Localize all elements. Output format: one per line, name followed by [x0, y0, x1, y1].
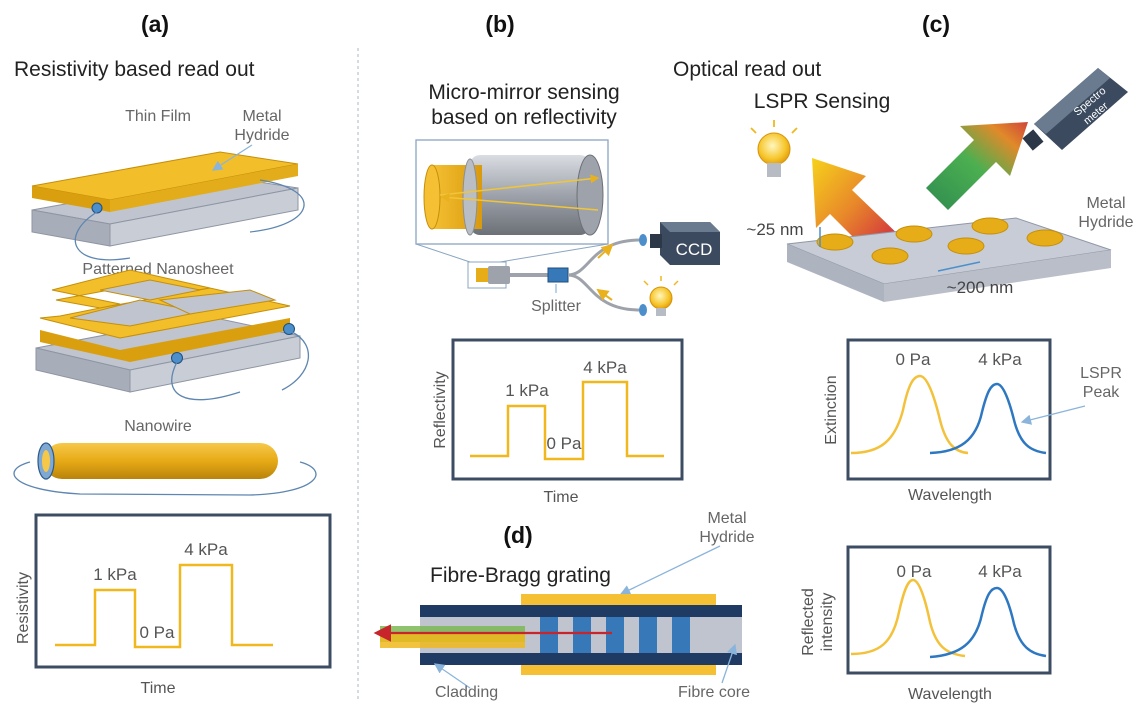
lightbulb-b-icon	[643, 276, 679, 316]
resistivity-heading: Resistivity based read out	[14, 58, 255, 81]
ccd-label: CCD	[676, 240, 713, 259]
lspr-sensing-heading: LSPR Sensing	[754, 90, 891, 113]
micro-mirror-heading-2: based on reflectivity	[431, 106, 617, 129]
reflectivity-xlabel: Time	[544, 489, 579, 506]
micro-mirror-inset	[415, 139, 609, 263]
patterned-nanosheet	[35, 269, 310, 401]
lightbulb-c-icon	[750, 120, 798, 177]
optical-readout-heading: Optical read out	[673, 58, 821, 81]
reflectivity-plot: Reflectivity Time 1 kPa 0 Pa 4 kPa	[432, 338, 684, 506]
extinction-ylabel: Extinction	[823, 375, 840, 444]
panel-d-label: (d)	[503, 522, 532, 548]
panel-b: (b) Micro-mirror sensing based on reflec…	[415, 11, 720, 506]
thin-film-label: Thin Film	[125, 108, 191, 125]
extinction-curve-4kpa	[929, 382, 1047, 455]
resistivity-step-line	[55, 563, 273, 649]
fibre-core-label: Fibre core	[678, 684, 750, 701]
resistivity-plot: Resistivity Time 1 kPa 0 Pa 4 kPa	[15, 513, 332, 697]
extinction-curve-0pa	[850, 374, 969, 455]
extinction-xlabel: Wavelength	[908, 487, 992, 504]
splitter-label: Splitter	[531, 298, 581, 315]
reflected-ylabel-1: Reflected	[800, 588, 817, 656]
reflectivity-step-line	[470, 380, 664, 461]
lspr-substrate	[786, 217, 1112, 302]
scattered-light-arrow	[926, 122, 1028, 210]
cladding-label: Cladding	[435, 684, 498, 701]
reflectivity-ylabel: Reflectivity	[432, 371, 449, 448]
fibre-probe: Splitter	[467, 234, 647, 316]
panel-a: (a) Resistivity based read out Thin Film…	[13, 11, 332, 697]
resistivity-4kpa: 4 kPa	[184, 540, 228, 559]
resistivity-xlabel: Time	[141, 680, 176, 697]
thin-film-stack	[31, 144, 305, 261]
reflectivity-1kpa: 1 kPa	[505, 381, 549, 400]
fbg-heading: Fibre-Bragg grating	[430, 564, 611, 587]
reflectivity-4kpa: 4 kPa	[583, 358, 627, 377]
fibre-bragg-grating	[373, 594, 742, 689]
extinction-plot-frame	[846, 338, 1052, 481]
panel-b-label: (b)	[485, 11, 514, 37]
reflectivity-0pa: 0 Pa	[547, 434, 583, 453]
panel-a-label: (a)	[141, 11, 169, 37]
resistivity-1kpa: 1 kPa	[93, 565, 137, 584]
reflected-ylabel-2: intensity	[819, 593, 836, 652]
patterned-nanosheet-label: Patterned Nanosheet	[82, 261, 234, 278]
micro-mirror-heading-1: Micro-mirror sensing	[428, 81, 619, 104]
resistivity-plot-frame	[34, 513, 332, 669]
panel-c-label: (c)	[922, 11, 950, 37]
reflected-4kpa: 4 kPa	[978, 562, 1022, 581]
extinction-4kpa: 4 kPa	[978, 350, 1022, 369]
dim-height-label: ~25 nm	[746, 220, 803, 239]
nanowire-label: Nanowire	[124, 418, 192, 435]
resistivity-0pa: 0 Pa	[140, 623, 176, 642]
reflected-curve-4kpa	[929, 586, 1047, 659]
extinction-0pa: 0 Pa	[896, 350, 932, 369]
reflected-xlabel: Wavelength	[908, 686, 992, 703]
spectrometer: Spectro meter	[1022, 68, 1128, 151]
reflected-0pa: 0 Pa	[897, 562, 933, 581]
reflected-curve-0pa	[850, 578, 966, 658]
reflected-intensity-plot: Reflected intensity Wavelength 0 Pa 4 kP…	[800, 545, 1052, 703]
dim-spacing-label: ~200 nm	[947, 278, 1014, 297]
panel-c: (c) Optical read out LSPR Sensing Spectr…	[673, 11, 1134, 703]
resistivity-ylabel: Resistivity	[15, 572, 32, 644]
nanowire	[13, 442, 317, 496]
ccd-camera: CCD	[650, 222, 720, 265]
